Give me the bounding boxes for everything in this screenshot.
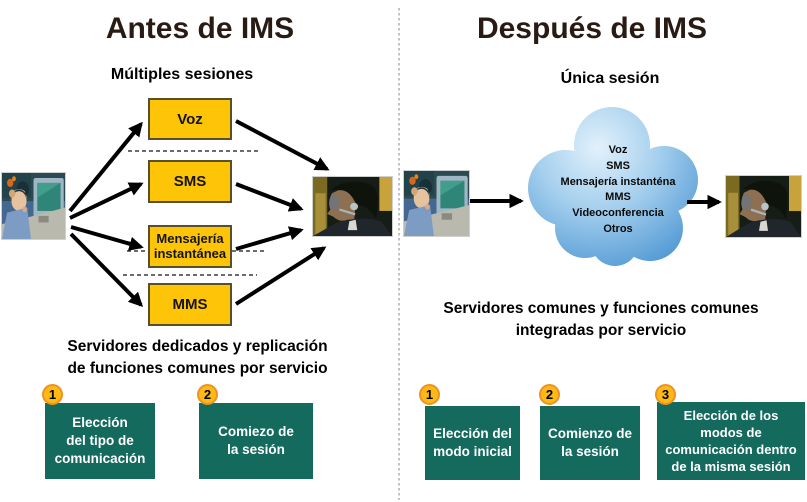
left-step2-box: Comiezo de la sesión: [199, 403, 313, 479]
photo-caller-left: [1, 172, 66, 240]
left-caption-line1: Servidores dedicados y replicación: [67, 338, 328, 355]
arrow-sms-to-user: [235, 182, 304, 212]
service-box-mms: MMS: [148, 283, 232, 326]
left-step1-line2: del tipo de: [66, 433, 134, 449]
left-step1-number: 1: [42, 384, 63, 405]
arrow-voz-to-user: [235, 119, 330, 171]
right-step2-line1: Comienzo de: [547, 426, 632, 442]
cloud-service-videoconferencia: Videoconferencia: [572, 207, 664, 220]
cloud-service-sms: SMS: [606, 159, 630, 172]
photo-caller-right: [403, 170, 470, 237]
right-step3-line4: de la misma sesión: [671, 459, 791, 475]
right-step1-number: 1: [419, 384, 440, 405]
arrow-user-to-im: [70, 225, 144, 251]
service-box-mensajeria: Mensajería instantánea: [148, 225, 232, 268]
cloud-service-voz: Voz: [608, 144, 628, 156]
left-step2-number: 2: [197, 384, 218, 405]
right-caption-line1: Servidores comunes y funciones comunes: [443, 300, 759, 317]
woman-at-computer-image: [404, 171, 469, 236]
cloud-service-list: Voz SMS Mensajería instanténa MMS Videoc…: [540, 143, 696, 238]
photo-callee-left: [312, 176, 393, 237]
left-caption-line2: de funciones comunes por servicio: [67, 360, 328, 377]
left-step2-line1: Comiezo de: [218, 424, 294, 440]
right-step3-box: Elección de los modos de comunicación de…: [657, 402, 805, 480]
right-title: Después de IMS: [476, 12, 708, 45]
arrow-user-to-voz: [68, 121, 143, 213]
left-step1-line1: Elección: [72, 415, 128, 431]
arrow-im-to-user: [235, 226, 304, 251]
service-box-sms: SMS: [148, 160, 232, 203]
left-step2-line2: la sesión: [227, 442, 285, 457]
left-subtitle: Múltiples sesiones: [110, 66, 254, 83]
right-step2-box: Comienzo de la sesión: [540, 406, 640, 480]
right-step2-number: 2: [539, 384, 560, 405]
woman-at-computer-image: [2, 173, 65, 239]
cloud-service-mensajeria: Mensajería instanténa: [560, 175, 676, 188]
service-box-voz: Voz: [148, 98, 232, 140]
left-title: Antes de IMS: [105, 12, 295, 45]
right-step3-line2: modos de: [700, 424, 762, 440]
flow-arrows: [68, 119, 722, 308]
man-with-headset-image: [313, 177, 392, 236]
right-step3-number: 3: [655, 384, 676, 405]
right-step1-box: Elección del modo inicial: [425, 406, 520, 480]
left-step1-line3: comunicación: [54, 450, 146, 466]
right-step1-line1: Elección del: [433, 426, 512, 442]
man-with-headset-image: [726, 176, 801, 237]
cloud-service-otros: Otros: [603, 222, 633, 235]
right-step1-line2: modo inicial: [433, 444, 512, 459]
cloud-service-mms: MMS: [605, 191, 631, 204]
arrow-mms-to-user: [234, 246, 327, 306]
right-caption-line2: integradas por servicio: [515, 322, 687, 339]
photo-callee-right: [725, 175, 802, 238]
services-cloud: [528, 107, 698, 266]
right-subtitle: Única sesión: [560, 70, 660, 87]
right-step3-line3: comunicación dentro: [665, 442, 797, 457]
right-step3-line1: Elección de los: [683, 407, 779, 423]
arrow-user-to-sms: [69, 182, 144, 220]
left-step1-box: Elección del tipo de comunicación: [45, 403, 155, 479]
right-step2-line2: la sesión: [561, 444, 619, 459]
arrow-user-to-mms: [69, 232, 144, 308]
